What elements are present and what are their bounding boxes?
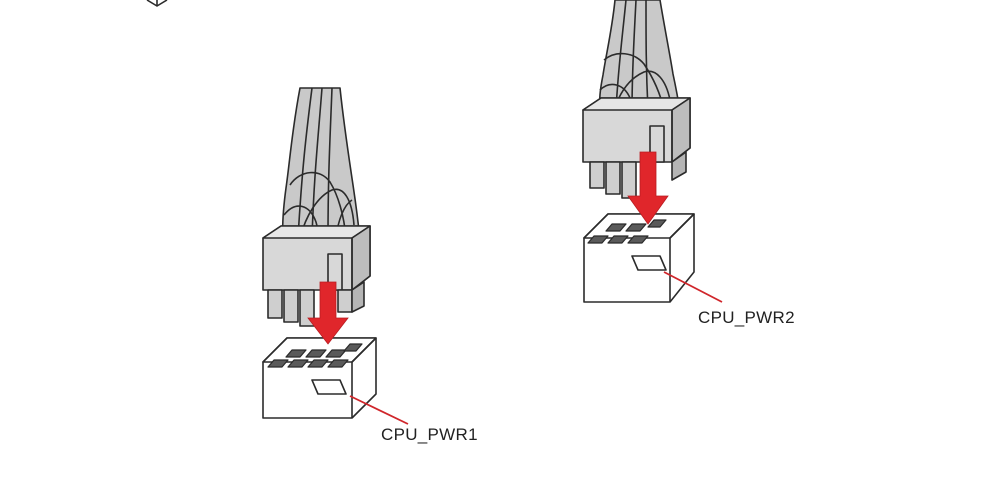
- power-plug-right: [582, 97, 691, 199]
- cpu-pwr2-header: [583, 213, 695, 303]
- cable-bundle-right: [598, 0, 681, 113]
- cpu-pwr2-assembly: [582, 0, 723, 303]
- cable-bundle-left: [281, 87, 361, 241]
- isometric-cube-icon: [146, 0, 168, 7]
- power-plug-left: [262, 225, 371, 327]
- arrow-down-icon: [307, 281, 349, 345]
- leader-line-pwr1: [349, 395, 409, 425]
- cpu-pwr1-assembly: [262, 87, 409, 425]
- label-cpu-pwr1: CPU_PWR1: [381, 425, 478, 444]
- leader-line-pwr2: [663, 271, 723, 303]
- arrow-down-icon: [627, 151, 669, 225]
- label-cpu-pwr2: CPU_PWR2: [698, 308, 795, 327]
- cpu-pwr1-header: [262, 337, 377, 419]
